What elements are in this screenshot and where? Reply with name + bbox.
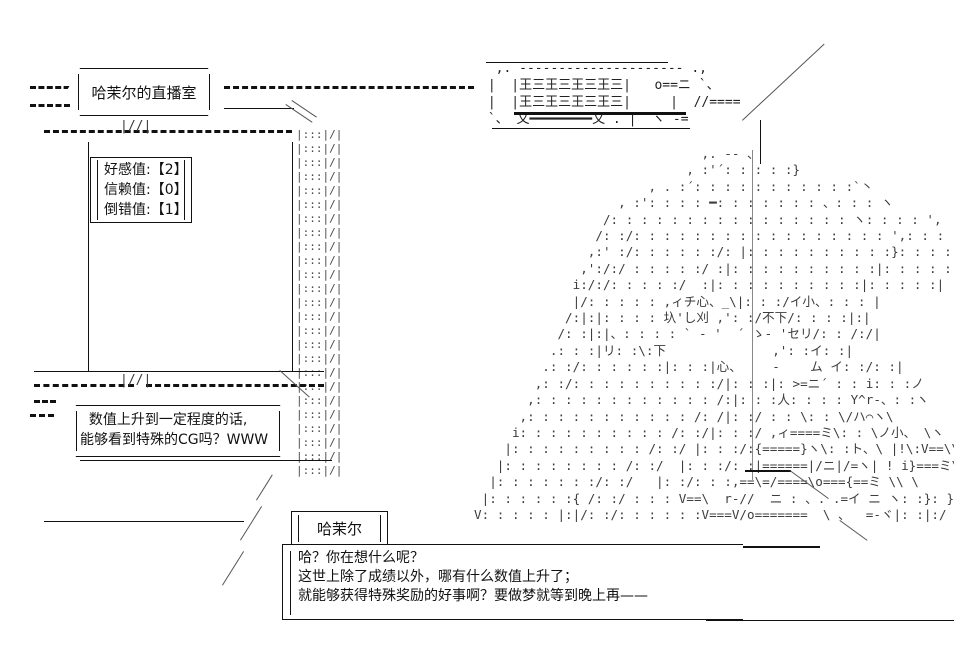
blackboard-topline: [486, 62, 668, 63]
mid-rule-dash-short: [34, 400, 56, 403]
dialogue-box[interactable]: 哈？你在想什么呢？ 这世上除了成绩以外，哪有什么数值上升了； 就能够获得特殊奖励…: [282, 544, 743, 620]
stat-row-affection: 好感值:【2】: [104, 162, 188, 178]
stats-left-bar: [97, 160, 98, 220]
thought-bubble-frame: [62, 405, 294, 457]
mid-rule-dash-short2: [30, 414, 54, 417]
plate-left-bar: [78, 74, 79, 110]
name-right-bar: [380, 515, 381, 542]
blackboard-baseline: [492, 128, 690, 129]
mid-rule-dash-b: [146, 384, 324, 387]
scene-title-text: 哈茉尔的直播室: [91, 83, 197, 102]
speaker-name-text: 哈茉尔: [316, 520, 362, 538]
mid-rule-line: [34, 371, 324, 372]
diagonal-line-lower-b: [222, 551, 245, 586]
scene-title-plate-frame: [66, 68, 222, 116]
diagonal-line-lower-a: [240, 506, 263, 541]
diagonal-line-top-b: [291, 100, 317, 118]
right-vertical-edge: [760, 120, 761, 164]
stats-right-bar: [184, 160, 185, 220]
rule-dash-top-left-2: [30, 104, 70, 107]
stats-frame-left: [88, 142, 89, 372]
character-art: ,. -‐ 、 , :'´: : : : :} , . :´: : : : : …: [474, 146, 954, 522]
lower-rule-line-b: [44, 521, 244, 522]
rule-dash-top-right: [224, 86, 474, 89]
speaker-name-plate: 哈茉尔: [291, 511, 388, 546]
blackboard-underline: [514, 112, 686, 115]
rule-dash-band: [44, 130, 292, 133]
stat-row-perversion: 倒错值:【1】: [104, 202, 188, 218]
rule-line-top-right: [224, 108, 294, 109]
stats-panel: 好感值:【2】 信赖值:【0】 倒错值:【1】: [90, 157, 192, 223]
right-vertical-edge-2: [752, 150, 753, 480]
thought-right-bar: [279, 411, 280, 451]
thought-left-bar: [76, 411, 77, 451]
name-left-bar: [298, 515, 299, 542]
diagonal-line-topright: [742, 43, 825, 121]
blackboard-art: ,. --------------------- ., | |王三王三王三王三|…: [487, 61, 741, 127]
thought-bubble-text: 数值上升到一定程度的话, 能够看到特殊的CG吗？WWW: [80, 412, 269, 448]
lower-rule-line-a: [80, 460, 332, 461]
curtain-column: |:::|/| |:::|/| |:::|/| |:::|/| |:::|/| …: [296, 128, 343, 477]
stat-row-trust: 信赖值:【0】: [104, 182, 188, 198]
plate-right-bar: [209, 74, 210, 110]
scene-title-plate: 哈茉尔的直播室: [66, 68, 222, 116]
ground-line-right: [745, 470, 791, 472]
dialogue-text: 哈？你在想什么呢？ 这世上除了成绩以外，哪有什么数值上升了； 就能够获得特殊奖励…: [298, 550, 648, 604]
dialogue-baseline-right: [706, 620, 954, 621]
dialogue-left-bar: [290, 551, 291, 615]
mid-rule-dash-a: [34, 384, 134, 387]
rule-dash-top-left: [30, 86, 78, 89]
thought-bubble: 数值上升到一定程度的话, 能够看到特殊的CG吗？WWW: [62, 405, 294, 457]
diagonal-line-top-a: [285, 104, 313, 123]
stats-frame-right: [292, 142, 293, 372]
curtain-slash-mid: |//|: [120, 373, 152, 388]
ground-line-bottom: [700, 546, 820, 548]
curtain-slash-top: |//|: [120, 119, 152, 134]
diagonal-line-lower-c: [256, 474, 273, 501]
